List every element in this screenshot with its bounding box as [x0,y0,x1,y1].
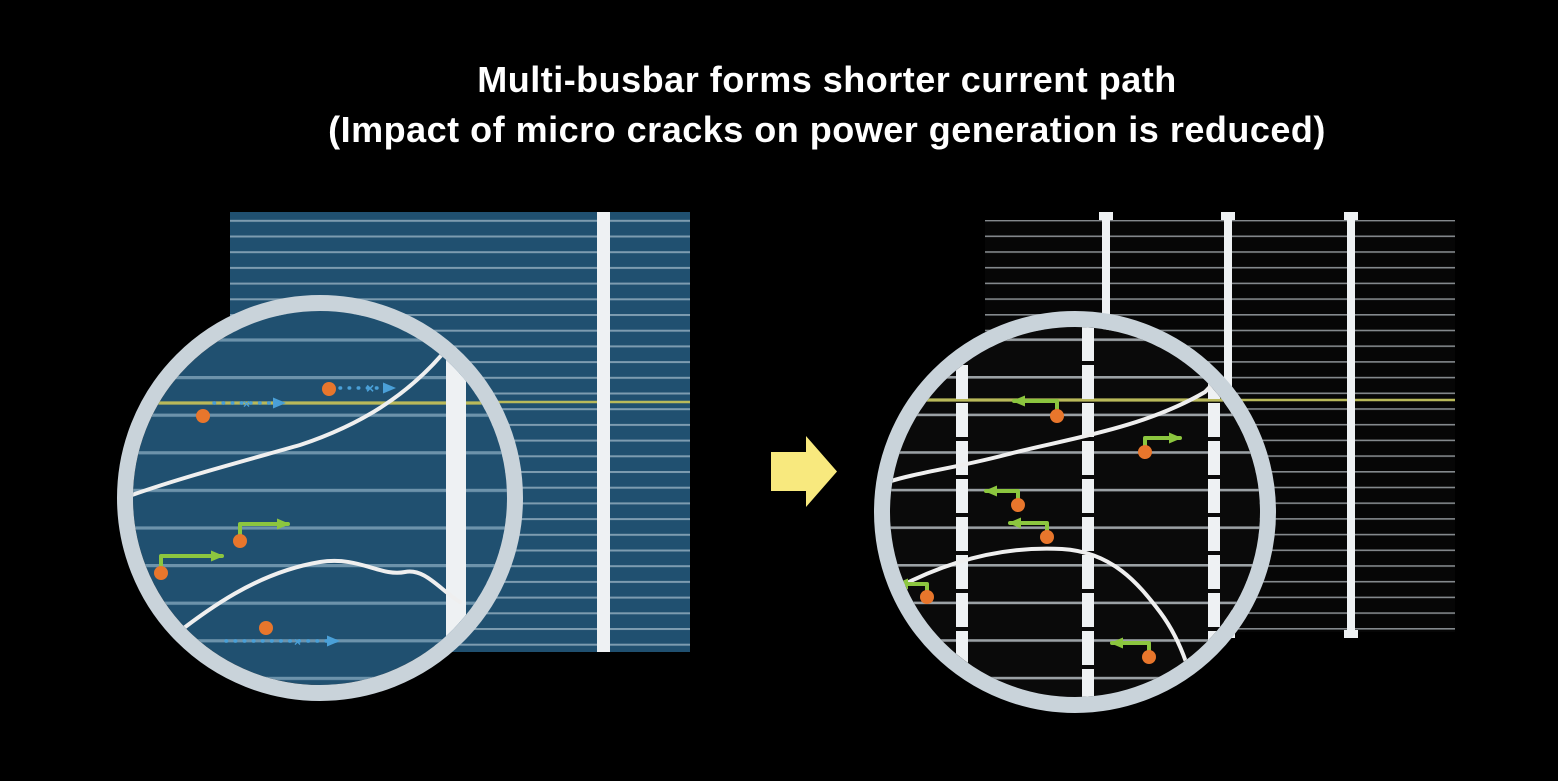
micro-crack [148,558,462,657]
busbar-pad [1344,630,1358,638]
micro-crack [895,546,1188,664]
current-source-dot [1011,498,1025,512]
title-line-1: Multi-busbar forms shorter current path [477,59,1177,100]
zoom-cell-surface [133,311,507,685]
current-source-dot [154,566,168,580]
right-magnifier-content [890,327,1260,697]
blocked-path-marker: × [294,635,301,649]
left-magnifier-content: × × × [133,311,507,685]
micro-crack [133,343,452,497]
current-source-dot [920,590,934,604]
zoom-cell-surface [890,327,1260,697]
current-source-dot [233,534,247,548]
busbar [446,311,466,685]
current-source-dot [196,409,210,423]
blocked-path-marker: × [243,397,250,411]
current-source-dot [1040,530,1054,544]
current-source-dot [1138,445,1152,459]
busbar [1347,212,1355,638]
busbar [597,212,610,652]
magnifier-ring [117,295,523,701]
current-source-dot [1050,409,1064,423]
blocked-path-marker: × [366,380,374,396]
current-source-dot [259,621,273,635]
current-source-dot [1142,650,1156,664]
transition-arrow-icon [771,436,837,507]
current-source-dot [322,382,336,396]
diagram-title: Multi-busbar forms shorter current path … [48,55,1558,155]
magnifier-ring [874,311,1276,713]
title-line-2: (Impact of micro cracks on power generat… [328,109,1326,150]
